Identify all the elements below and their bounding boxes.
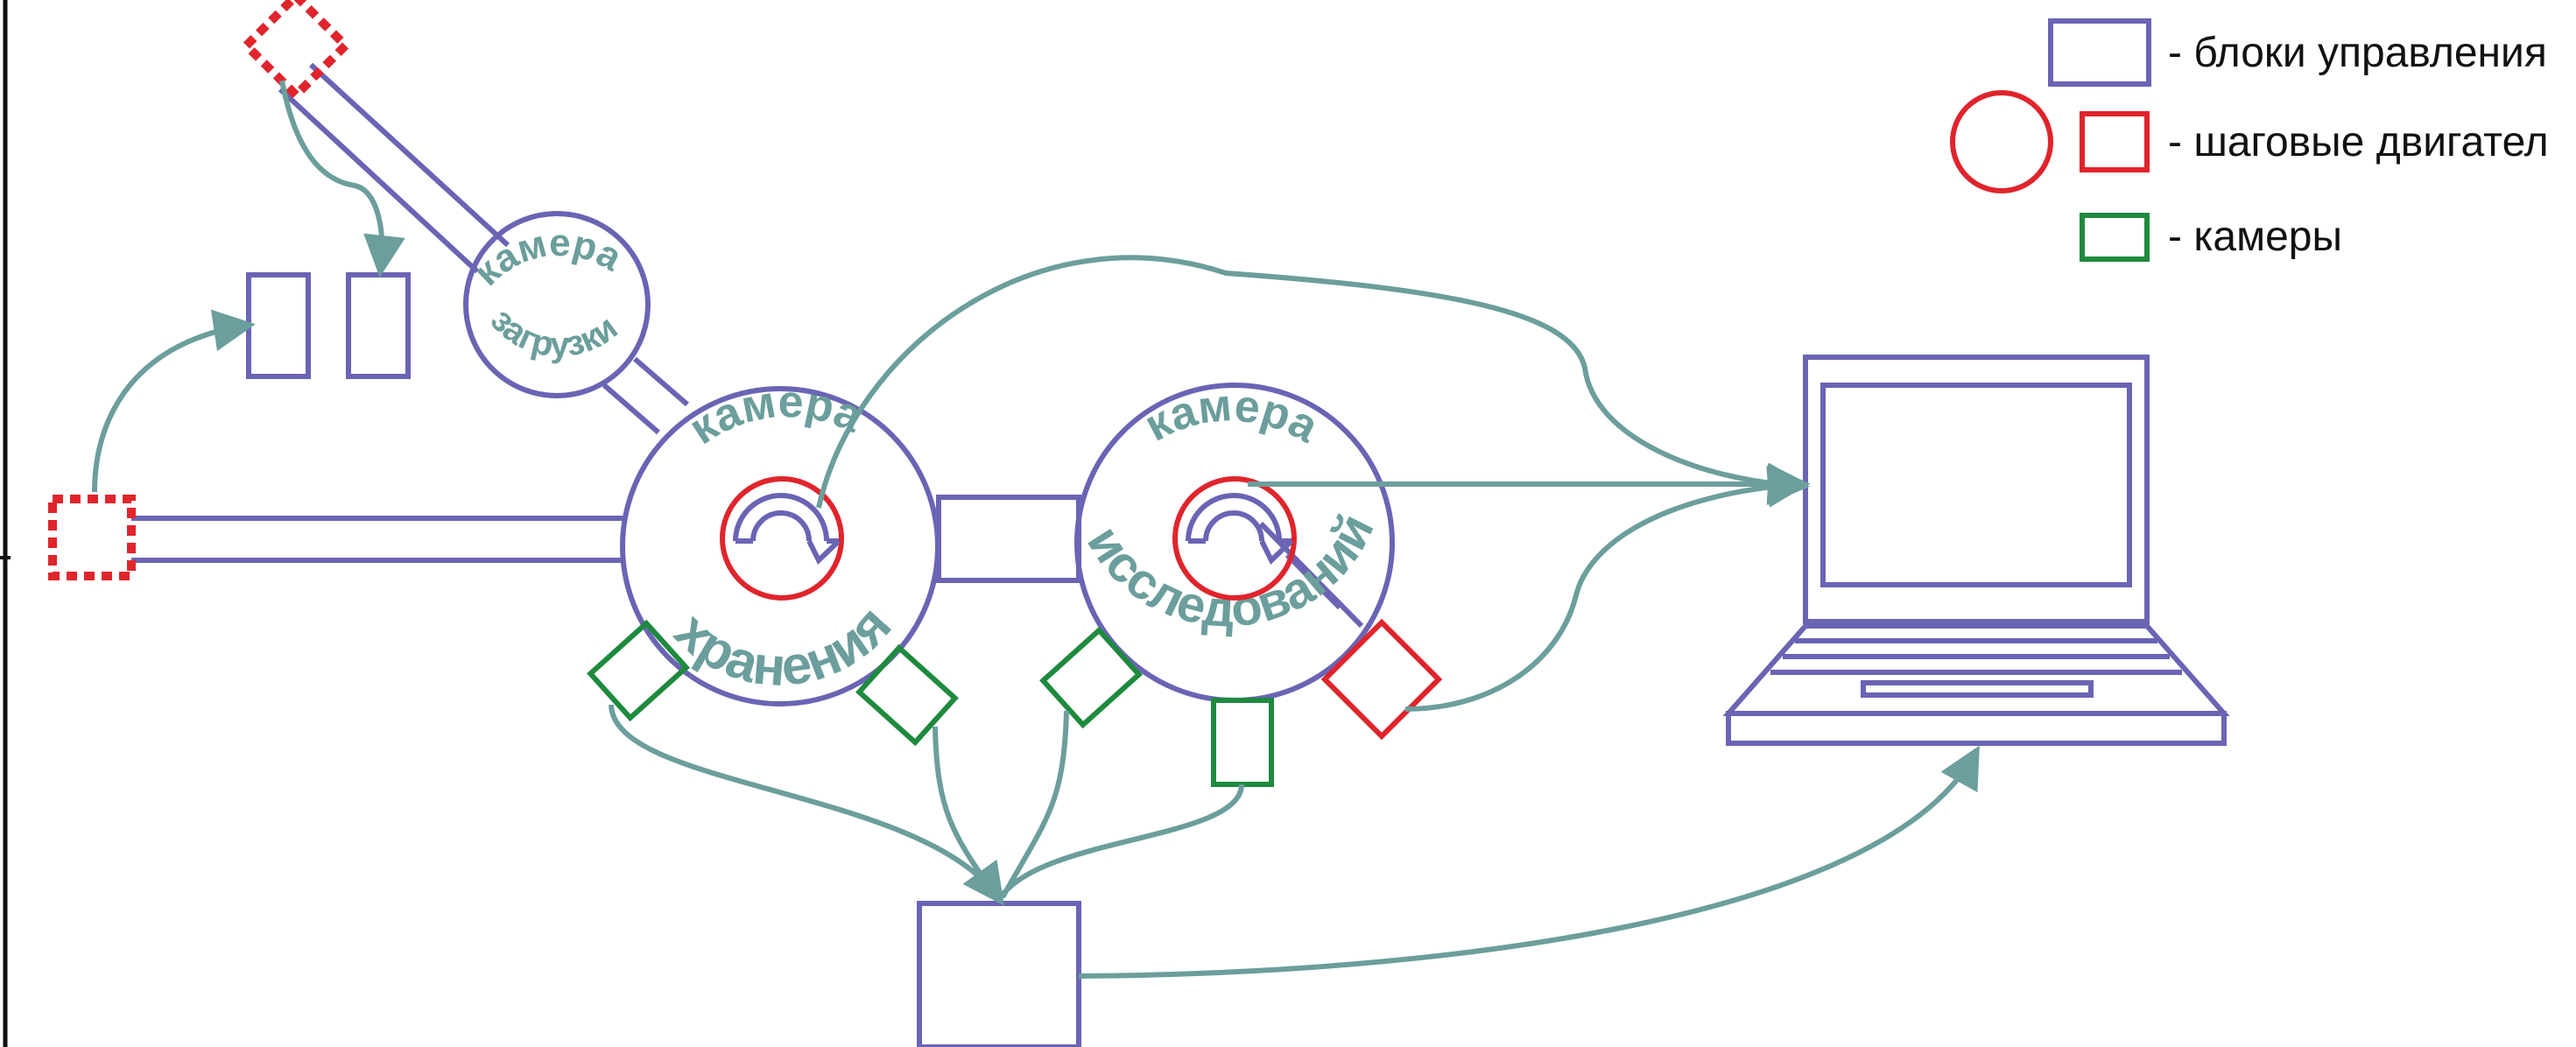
research-chamber-label-bottom: исследований [1076,505,1385,638]
loading-linear-motor-dashed [240,0,352,102]
link-arm-motor-to-laptop [1404,465,1810,712]
storage-chamber [620,386,940,706]
link-camera2-to-control [933,726,999,899]
control-unit-left-2 [346,272,411,379]
loading-chamber-label-bottom: загрузки [483,301,625,364]
loading-chamber [463,211,651,398]
legend-stepper-circle-swatch [1950,90,2053,193]
tube-horizontal-left [131,516,623,563]
link-loading-motor-to-control [279,80,405,278]
horizontal-linear-motor-dashed [48,495,136,580]
tube-storage-to-research [936,495,1081,583]
storage-rotation-icon [733,493,841,565]
legend-control-units-text: - блоки управления [2168,30,2547,76]
research-camera-left [1039,626,1143,729]
link-control-to-laptop [1078,745,1980,979]
research-rotation-motor [1172,476,1297,601]
research-camera-bottom [1211,698,1274,787]
control-unit-left-1 [246,272,311,379]
link-horizontal-motor-to-control [92,309,256,493]
tube-loading-diagonal [278,62,510,274]
research-chamber-label-top: камера [1137,380,1327,453]
camera-control-unit [917,901,1081,1047]
storage-camera-left [587,619,690,722]
computer-laptop [1722,355,2230,746]
legend-camera-swatch [2080,213,2150,262]
storage-camera-right [855,643,959,747]
storage-rotation-motor [720,476,844,601]
link-camera4-to-control [998,783,1244,899]
link-storage-motor-to-laptop [816,255,1810,509]
tube-loading-to-storage [602,356,689,435]
research-rotation-icon [1186,493,1294,565]
legend-stepper-square-swatch [2080,111,2150,172]
legend: - блоки управления - шаговые двигател - … [1950,18,2549,262]
legend-control-unit-swatch [2048,18,2151,87]
link-camera3-to-control [1000,710,1069,899]
legend-stepper-motors-text: - шаговые двигател [2168,119,2549,165]
link-camera1-to-control [609,704,1005,906]
loading-chamber-label-top: камера [466,221,630,294]
legend-cameras-text: - камеры [2168,214,2342,260]
research-arm-motor [1320,618,1443,741]
